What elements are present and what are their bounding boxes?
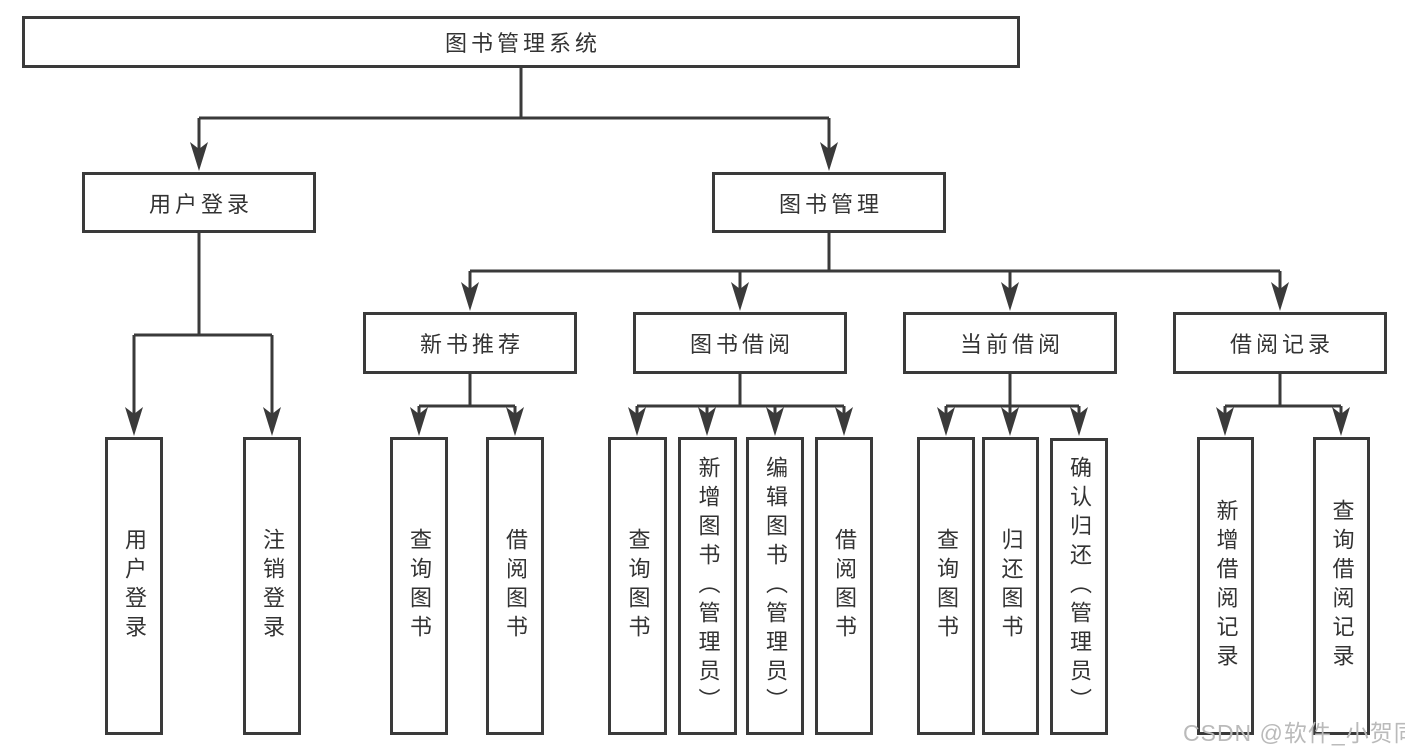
arrowhead-icon — [1001, 407, 1019, 436]
leaf-return-books: 归还图书 — [982, 437, 1039, 735]
arrowhead-icon — [698, 407, 716, 436]
leaf-user-login: 用户登录 — [105, 437, 163, 735]
leaf-confirm-return-admin: 确认归还（管理员） — [1050, 438, 1108, 735]
leaf-borrow-books: 借阅图书 — [815, 437, 873, 735]
leaf-add-books-admin: 新增图书（管理员） — [678, 437, 737, 735]
arrowhead-icon — [1216, 407, 1234, 436]
node-book-borrowing: 图书借阅 — [633, 312, 847, 374]
leaf-search-borrow-record: 查询借阅记录 — [1313, 437, 1370, 735]
arrowhead-icon — [1001, 282, 1019, 311]
leaf-search-books-current: 查询图书 — [917, 437, 975, 735]
node-borrowing-records: 借阅记录 — [1173, 312, 1387, 374]
node-new-book-recommendation: 新书推荐 — [363, 312, 577, 374]
arrowhead-icon — [731, 282, 749, 311]
arrowhead-icon — [1271, 282, 1289, 311]
watermark: CSDN @软件_小贺同学 — [1183, 720, 1405, 746]
node-library-management-system: 图书管理系统 — [22, 16, 1020, 68]
leaf-logout: 注销登录 — [243, 437, 301, 735]
arrowhead-icon — [766, 407, 784, 436]
arrowhead-icon — [1332, 407, 1350, 436]
leaf-search-books-recommend: 查询图书 — [390, 437, 448, 735]
arrowhead-icon — [820, 142, 838, 171]
arrowhead-icon — [125, 407, 143, 436]
node-current-borrowing: 当前借阅 — [903, 312, 1117, 374]
arrowhead-icon — [190, 142, 208, 171]
leaf-borrow-books-recommend: 借阅图书 — [486, 437, 544, 735]
arrowhead-icon — [461, 282, 479, 311]
arrowhead-icon — [410, 407, 428, 436]
leaf-add-borrow-record: 新增借阅记录 — [1197, 437, 1254, 735]
arrowhead-icon — [506, 407, 524, 436]
node-user-login: 用户登录 — [82, 172, 316, 233]
leaf-search-books-borrowing: 查询图书 — [608, 437, 667, 735]
arrowhead-icon — [628, 407, 646, 436]
arrowhead-icon — [1070, 407, 1088, 436]
arrowhead-icon — [263, 407, 281, 436]
arrowhead-icon — [835, 407, 853, 436]
arrowhead-icon — [937, 407, 955, 436]
node-book-management: 图书管理 — [712, 172, 946, 233]
leaf-edit-books-admin: 编辑图书（管理员） — [746, 437, 804, 735]
